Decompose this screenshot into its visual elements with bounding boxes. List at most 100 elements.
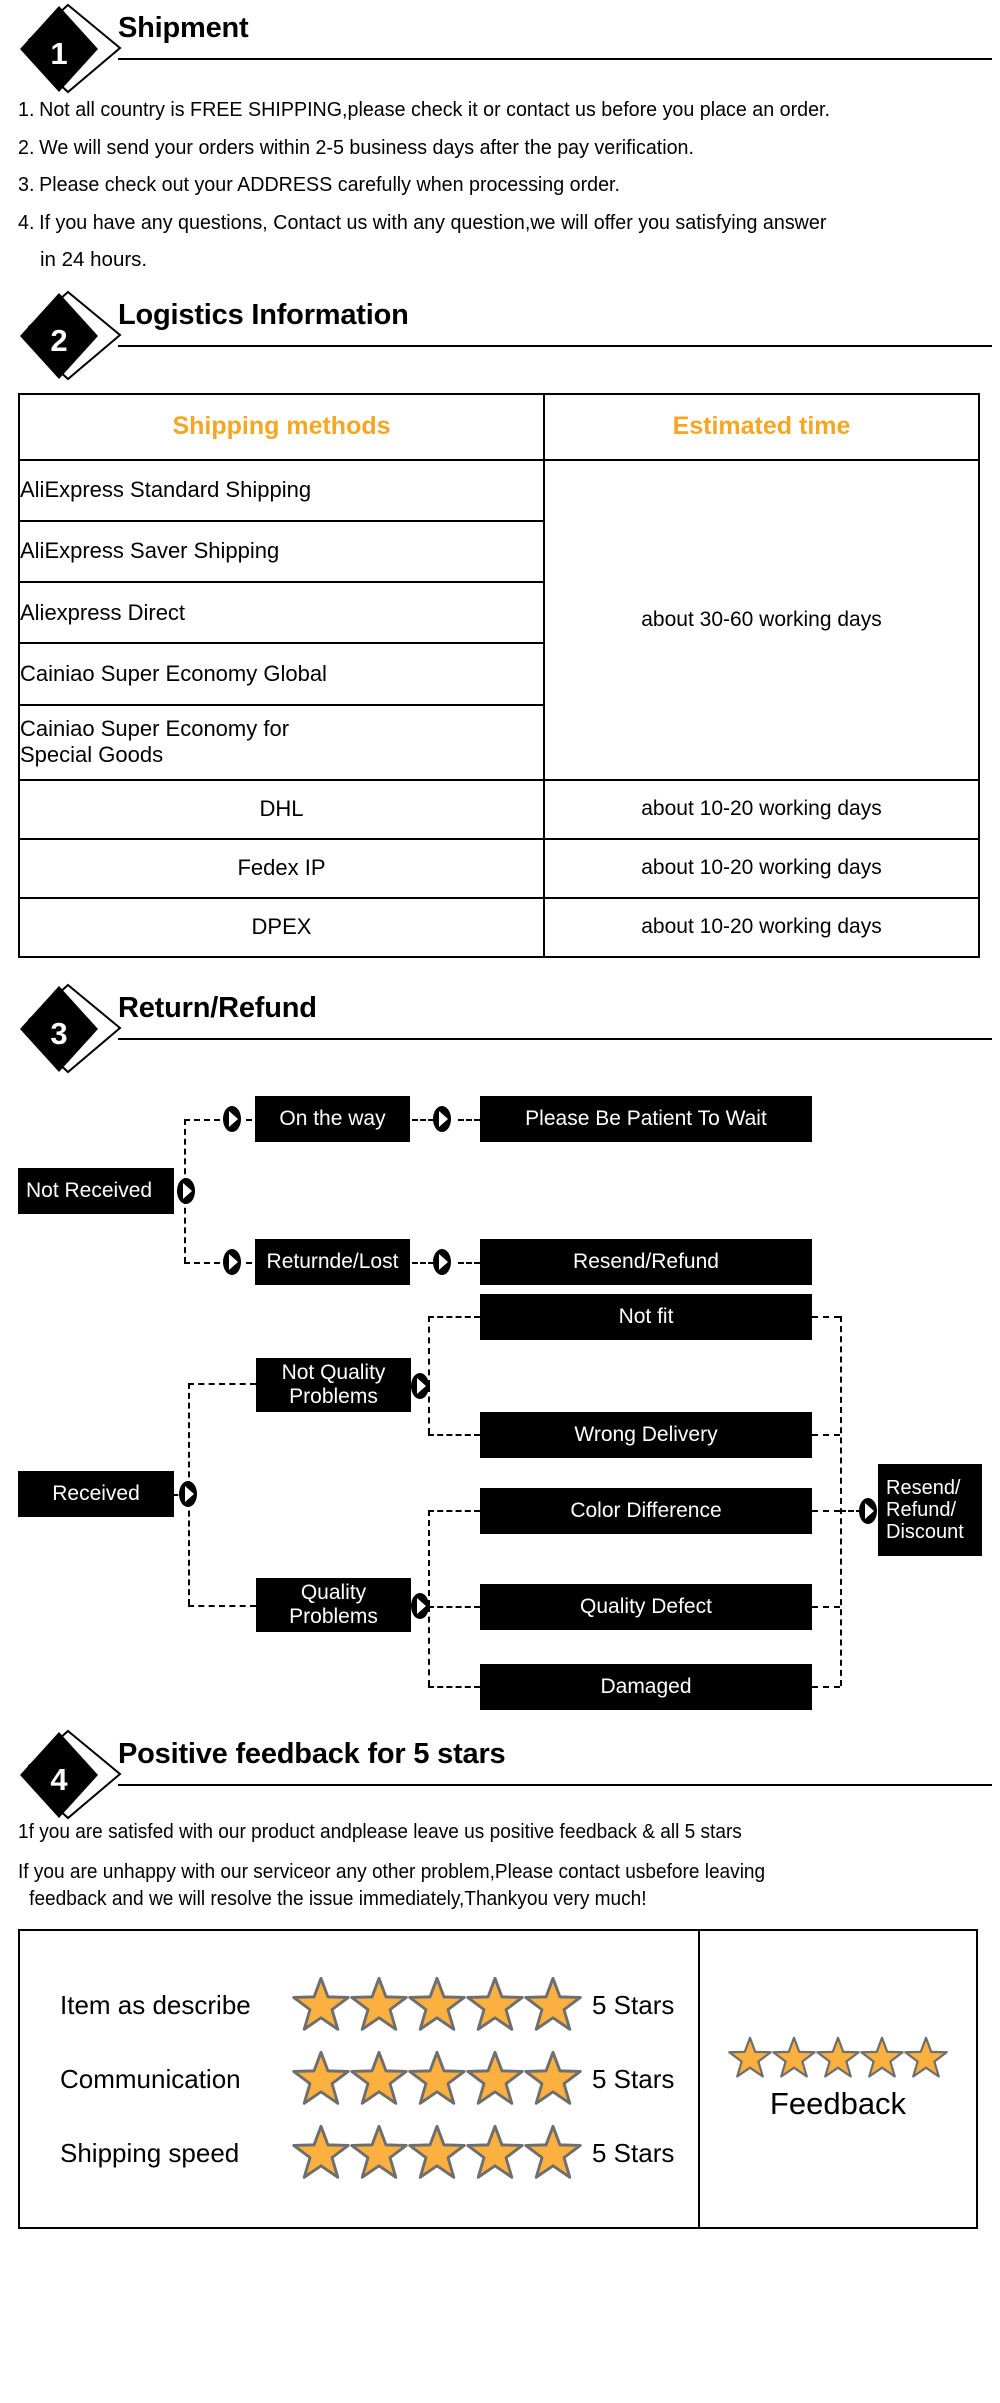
cell-shipping-method-multiline: Cainiao Super Economy for Special Goods — [18, 703, 545, 781]
rating-count: 5 Stars — [592, 2063, 675, 2094]
star-icon — [292, 2050, 350, 2105]
table-row: Fedex IP about 10-20 working days — [18, 837, 980, 899]
arrow-marker-icon — [411, 1592, 429, 1619]
section-title: Logistics Information — [118, 298, 409, 331]
connector-line — [188, 1604, 256, 1607]
list-item-number: 1. — [18, 98, 35, 121]
arrow-marker-icon — [223, 1248, 241, 1275]
connector-line — [812, 1433, 840, 1436]
list-item: 1. Not all country is FREE SHIPPING,plea… — [18, 98, 943, 121]
rating-label: Communication — [60, 2063, 241, 2094]
diamond-solid-icon — [20, 292, 98, 379]
rating-label: Item as describe — [60, 1989, 251, 2020]
flow-node-line-1: Resend/ — [886, 1476, 961, 1499]
arrow-marker-icon — [223, 1105, 241, 1132]
flow-node-resend-refund-discount[interactable]: Resend/ Refund/ Discount — [878, 1463, 982, 1556]
section-badge-4: 4 — [20, 1728, 130, 1822]
cell-shipping-method: Aliexpress Direct — [18, 581, 545, 645]
cell-shipping-method: DPEX — [18, 896, 545, 958]
connector-line — [458, 1261, 488, 1264]
table-row: Cainiao Super Economy for Special Goods — [18, 703, 979, 781]
section-rule — [118, 1037, 992, 1040]
arrow-marker-icon — [411, 1372, 429, 1399]
section-rule — [118, 344, 992, 347]
rating-stars[interactable] — [292, 2050, 582, 2108]
cell-shipping-method: DHL — [18, 778, 545, 840]
rating-panel-right: Feedback — [700, 1931, 976, 2227]
feedback-label: Feedback — [769, 2086, 907, 2121]
connector-line — [428, 1433, 480, 1436]
connector-line — [840, 1509, 862, 1512]
star-icon — [350, 2124, 408, 2179]
flow-node-not-quality-problems[interactable]: Not Quality Problems — [256, 1357, 411, 1412]
rating-stars[interactable] — [292, 1976, 582, 2034]
connector-line — [428, 1605, 480, 1608]
rating-label: Shipping speed — [60, 2137, 240, 2168]
rating-row: Item as describe 5 Stars — [60, 1968, 698, 2042]
star-icon — [772, 2036, 816, 2078]
flow-node-please-be-patient[interactable]: Please Be Patient To Wait — [480, 1095, 812, 1142]
star-icon — [728, 2036, 772, 2078]
feedback-stars[interactable] — [728, 2036, 948, 2080]
star-icon — [350, 2050, 408, 2105]
cell-estimated-time: about 10-20 working days — [543, 896, 980, 958]
section-title: Return/Refund — [118, 991, 317, 1024]
star-icon — [524, 1976, 582, 2031]
cell-shipping-method: Fedex IP — [18, 837, 545, 899]
list-item: 2. We will send your orders within 2-5 b… — [18, 135, 943, 159]
diamond-solid-icon — [20, 985, 98, 1072]
connector-line — [812, 1685, 840, 1688]
column-header-estimated-time: Estimated time — [543, 392, 980, 461]
flow-node-quality-defect[interactable]: Quality Defect — [480, 1583, 812, 1630]
connector-line — [404, 1118, 434, 1121]
list-item-text: We will send your orders within 2-5 busi… — [39, 135, 694, 159]
star-icon — [408, 1976, 466, 2031]
arrow-marker-icon — [179, 1480, 197, 1507]
section-badge-2: 2 — [20, 289, 130, 383]
star-icon — [816, 2036, 860, 2078]
flow-node-line-2: Problems — [289, 1384, 378, 1408]
cell-estimated-time-grouped: about 30-60 working days — [543, 458, 980, 781]
flow-node-not-fit[interactable]: Not fit — [480, 1293, 812, 1340]
rating-panel-left: Item as describe 5 Stars Communication 5… — [20, 1931, 700, 2227]
star-icon — [408, 2050, 466, 2105]
table-row: DPEX about 10-20 working days — [18, 896, 980, 958]
star-icon — [350, 1976, 408, 2031]
flow-node-not-received[interactable]: Not Received — [18, 1167, 174, 1214]
star-icon — [292, 2124, 350, 2179]
star-icon — [524, 2124, 582, 2179]
flow-node-wrong-delivery[interactable]: Wrong Delivery — [480, 1411, 812, 1458]
flow-node-quality-problems[interactable]: Quality Problems — [256, 1577, 411, 1632]
cell-line-2: Special Goods — [20, 742, 164, 768]
connector-line — [428, 1605, 430, 1686]
rating-panel: Item as describe 5 Stars Communication 5… — [18, 1929, 978, 2229]
star-icon — [904, 2036, 948, 2078]
arrow-marker-icon — [859, 1497, 877, 1524]
star-icon — [292, 1976, 350, 2031]
return-refund-flowchart: Not Received On the way Please Be Patien… — [0, 1076, 1000, 1716]
connector-line — [428, 1509, 480, 1512]
rating-stars[interactable] — [292, 2124, 582, 2182]
section-rule — [118, 58, 992, 60]
list-item-text: Please check out your ADDRESS carefully … — [39, 173, 620, 196]
column-header-shipping-methods: Shipping methods — [18, 392, 545, 461]
table-row: AliExpress Saver Shipping — [18, 519, 979, 584]
rating-count: 5 Stars — [592, 1989, 675, 2020]
flow-node-received[interactable]: Received — [18, 1470, 174, 1517]
connector-line — [840, 1315, 842, 1686]
cell-estimated-time: about 10-20 working days — [543, 837, 980, 899]
table-row: Aliexpress Direct — [18, 581, 979, 645]
flow-node-on-the-way[interactable]: On the way — [255, 1095, 410, 1142]
list-item-continuation: in 24 hours. — [40, 248, 148, 271]
flow-node-line-1: Quality — [300, 1581, 367, 1605]
section-header-shipment: 1 Shipment — [0, 0, 1000, 96]
flow-node-damaged[interactable]: Damaged — [480, 1663, 812, 1710]
flow-node-resend-refund[interactable]: Resend/Refund — [480, 1238, 812, 1285]
flow-node-color-difference[interactable]: Color Difference — [480, 1487, 812, 1534]
flow-node-returned-lost[interactable]: Returnde/Lost — [255, 1238, 410, 1285]
cell-shipping-method: AliExpress Saver Shipping — [18, 519, 545, 584]
section-badge-3: 3 — [20, 982, 130, 1076]
connector-line — [812, 1315, 840, 1318]
connector-line — [428, 1385, 430, 1434]
arrow-marker-icon — [433, 1105, 451, 1132]
